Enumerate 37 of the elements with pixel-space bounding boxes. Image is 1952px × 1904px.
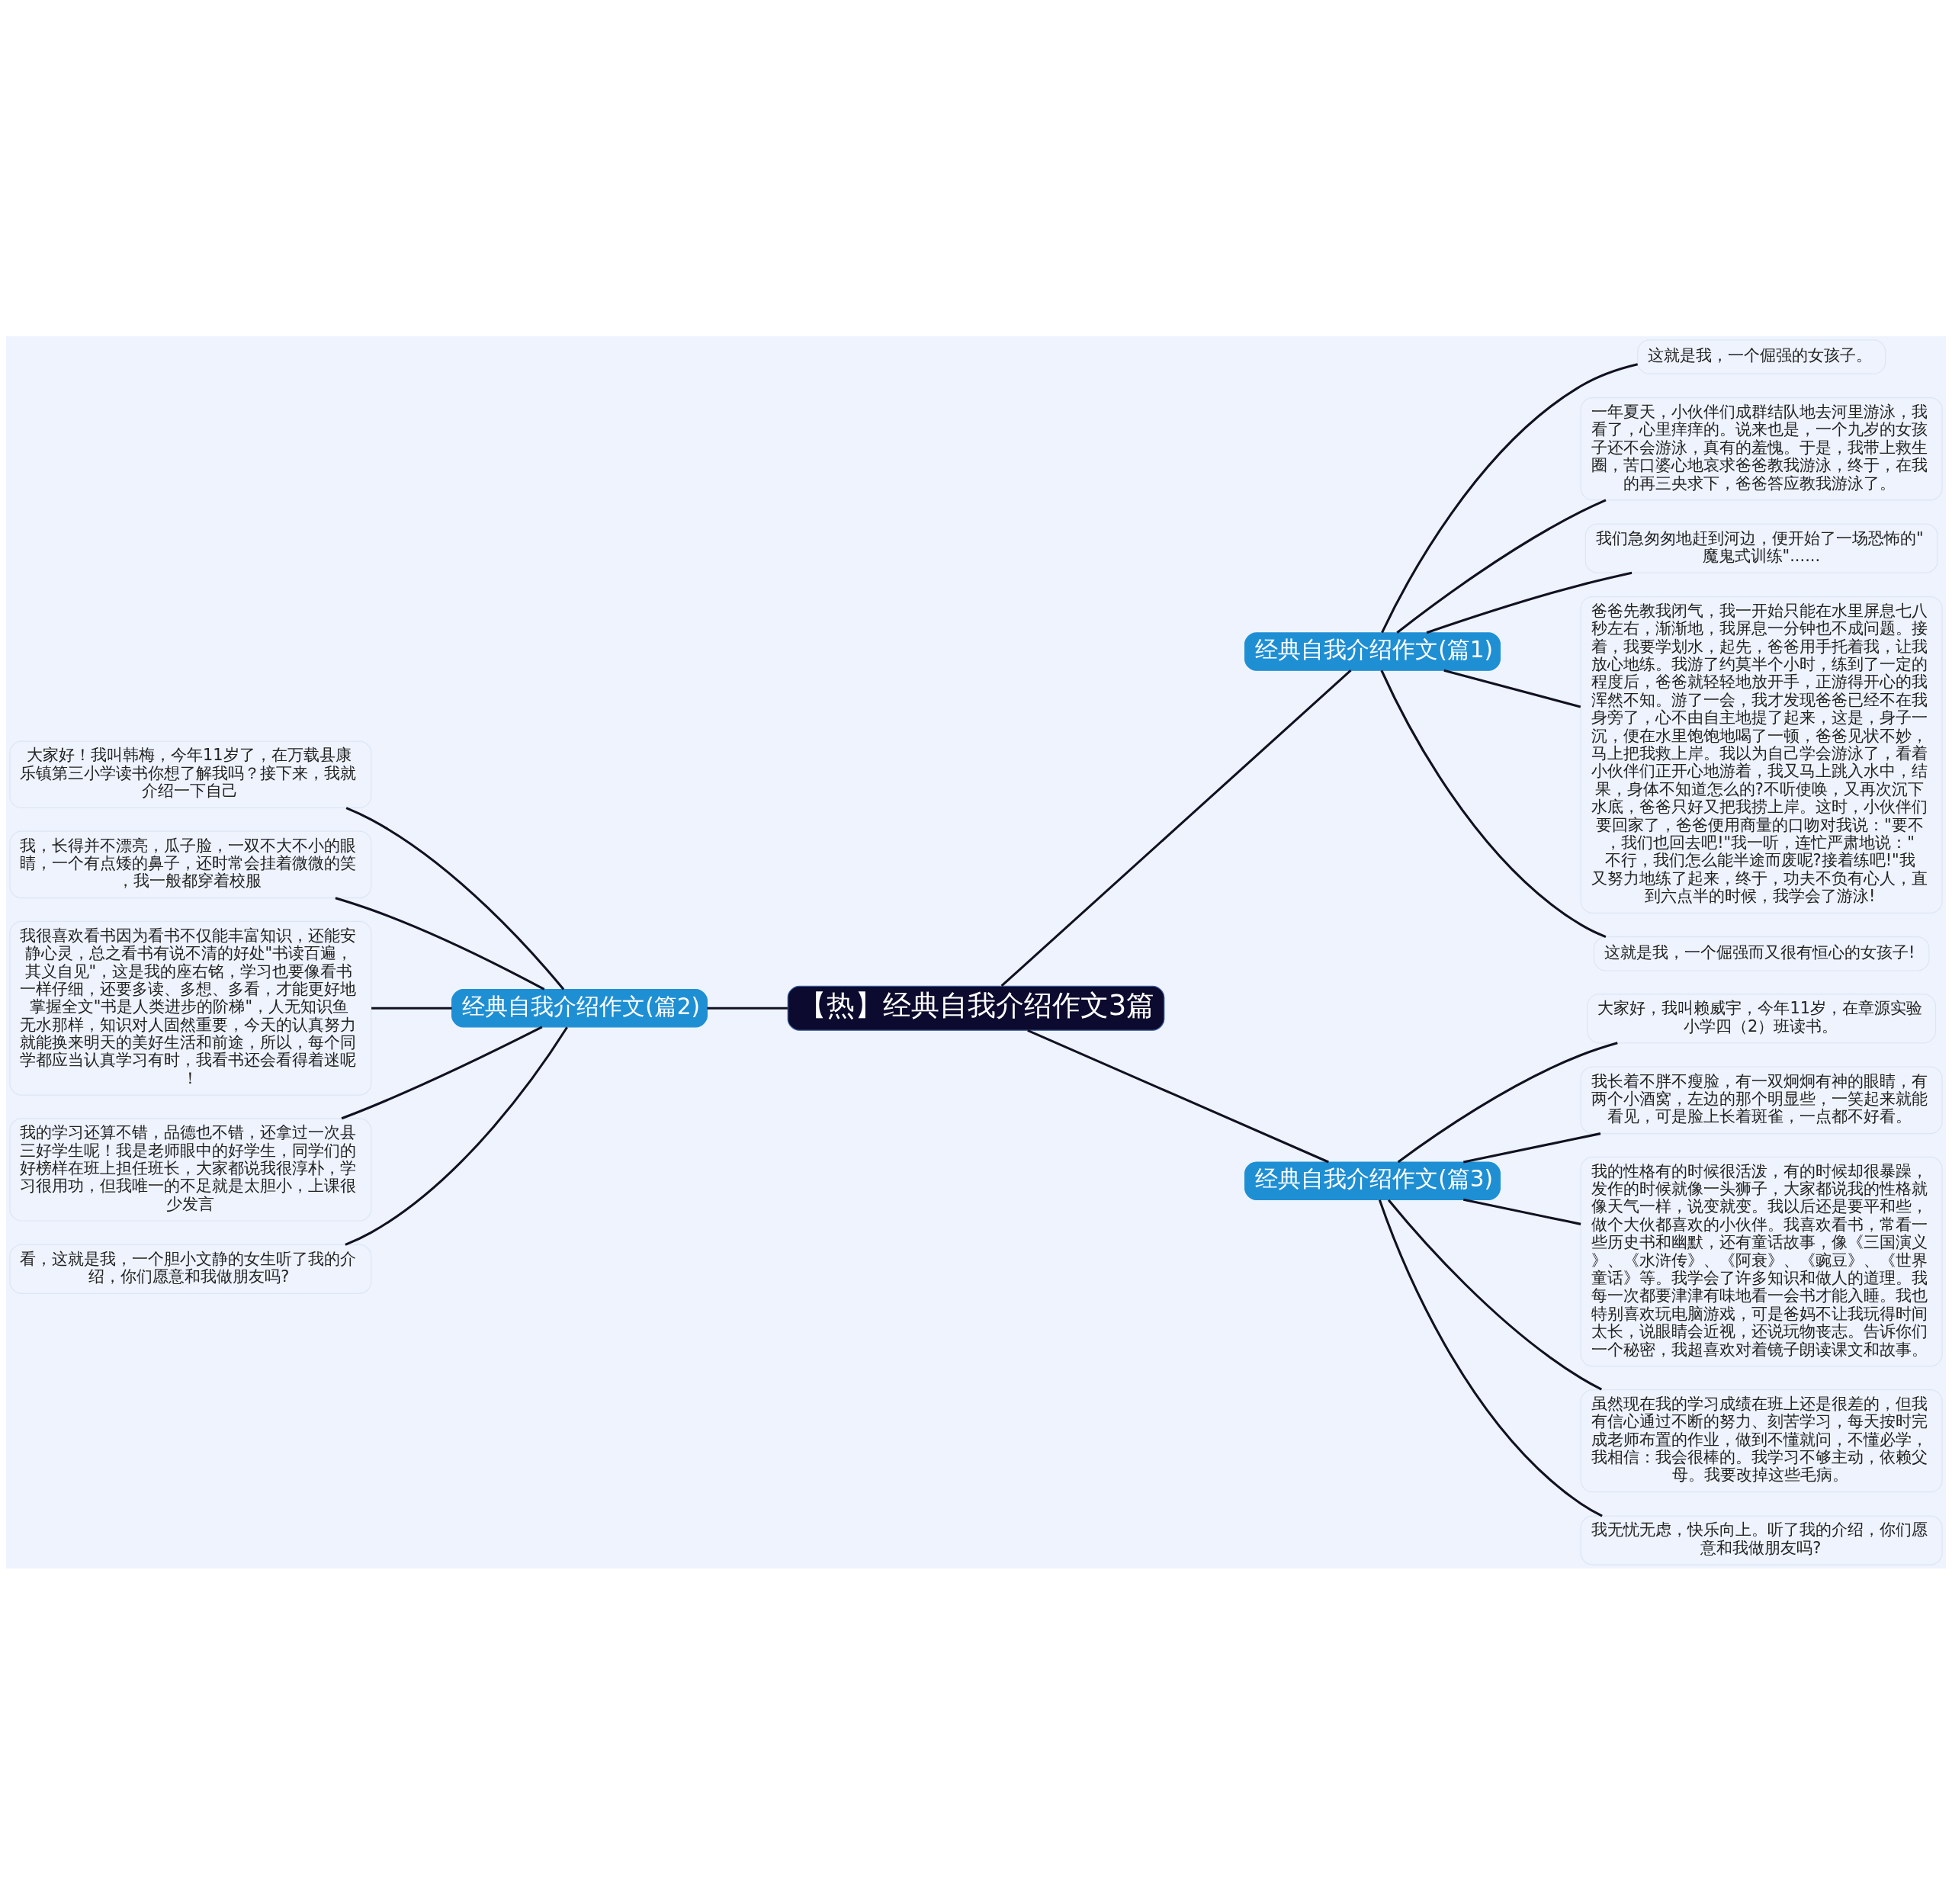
connector (1463, 1198, 1581, 1225)
connector (1387, 1199, 1603, 1391)
connector (371, 1007, 452, 1010)
node-box: 爸爸先教我闭气，我一开始只能在水里屏息七八秒左右，渐渐地，我屏息一分钟也不成问题。接着，我要学划水，起先，爸爸用手托着我，让我放心地练。我游了约莫半个小时，练到了一定的程度后，爸爸就轻轻地放开手，正游得开心的我浑然不知。游了一会，我才发现爸爸已经不在我身旁了，心不由自主地提了起来，这是，身子一沉，便在水里饱饱地喝了一顿，爸爸见状不妙，马上把我救上岸。我以为自己学会游泳了，看着小伙伴们正开心地游着，我又马上跳入水中，结果，身体不知道怎么的?不听使唤，又再次沉下水底，爸爸只好又把我捞上岸。这时，小伙伴们要回家了，爸爸便用商量的口吻对我说："要不，我们也回去吧!"我一听，连忙严肃地说："不行，我们怎么能半途而废呢?接着练吧!"我又努力地练了起来，终于，功夫不负有心人，直到六点半的时候，我学会了游泳! (1580, 596, 1943, 913)
connector (1463, 1132, 1601, 1164)
node-box: 我，长得并不漂亮，瓜子脸，一双不大不小的眼睛，一个有点矮的鼻子，还时常会挂着微微的笑，我一般都穿着校服 (9, 830, 372, 898)
connector (1397, 1041, 1618, 1163)
node-box: 我无忧无虑，快乐向上。听了我的介绍，你们愿意和我做朋友吗? (1580, 1514, 1943, 1565)
connector (1000, 669, 1352, 987)
connector (1378, 1199, 1603, 1517)
node-box: 经典自我介绍作文(篇2) (451, 988, 708, 1027)
node-box: 一年夏天，小伙伴们成群结队地去河里游泳，我看了，心里痒痒的。说来也是，一个九岁的女孩子还不会游泳，真有的羞愧。于是，我带上救生圈，苦口婆心地哀求爸爸教我游泳，终于，在我的再三央求下，爸爸答应教我游泳了。 (1580, 397, 1943, 500)
connector (1396, 498, 1607, 634)
node-box: 看，这就是我，一个胆小文静的女生听了我的介绍，你们愿意和我做朋友吗? (9, 1244, 372, 1294)
connector (707, 1007, 788, 1010)
connector (1380, 669, 1607, 938)
node-box: 我长着不胖不瘦脸，有一双炯炯有神的眼睛，有两个小酒窝，左边的那个明显些，一笑起来就能看见，可是脸上长着斑雀，一点都不好看。 (1580, 1066, 1943, 1134)
node-box: 这就是我，一个倔强的女孩子。 (1637, 339, 1886, 374)
connector (1027, 1029, 1329, 1163)
node-box: 大家好，我叫赖威宇，今年11岁，在章源实验小学四（2）班读书。 (1587, 993, 1937, 1043)
connector (345, 806, 565, 991)
node-box: 经典自我介绍作文(篇1) (1244, 631, 1501, 671)
connector (1381, 362, 1639, 633)
node-box: 虽然现在我的学习成绩在班上还是很差的，但我有信心通过不断的努力、刻苦学习，每天按时完成老师布置的作业，做到不懂就问，不懂必学，我相信：我会很棒的。我学习不够主动，依赖父母。我要改掉这些毛病。 (1580, 1389, 1943, 1492)
node-box: 我的学习还算不错，品德也不错，还拿过一次县三好学生呢！我是老师眼中的好学生，同学们的好榜样在班上担任班长，大家都说我很淳朴，学习很用功，但我唯一的不足就是太胆小，上课很少发言 (9, 1117, 372, 1222)
connector (341, 1026, 543, 1119)
node-box: 这就是我，一个倔强而又很有恒心的女孩子! (1593, 936, 1930, 971)
connector (1443, 669, 1581, 708)
node-box: 我们急匆匆地赶到河边，便开始了一场恐怖的"魔鬼式训练"...... (1584, 523, 1938, 573)
node-box: 我的性格有的时候很活泼，有的时候却很暴躁，发作的时候就像一头狮子，大家都说我的性格就像天气一样，说变就变。我以后还是要平和些，做个大伙都喜欢的小伙伴。我喜欢看书，常看一些历史书和幽默，还有童话故事，像《三国演义》、《水浒传》、《阿衰》、《豌豆》、《世界童话》等。我学会了许多知识和做人的道理。我每一次都要津津有味地看一会书才能入睡。我也特别喜欢玩电脑游戏，可是爸妈不让我玩得时间太长，说眼睛会近视，还说玩物丧志。告诉你们一个秘密，我超喜欢对着镜子朗读课文和故事。 (1580, 1156, 1943, 1366)
node-box: 我很喜欢看书因为看书不仅能丰富知识，还能安静心灵，总之看书有说不清的好处"书读百遍，其义自见"，这是我的座右铭，学习也要像看书一样仔细，还要多读、多想、多看，才能更好地掌握全文"书是人类进步的阶梯"，人无知识鱼无水那样，知识对人固然重要，今天的认真努力就能换来明天的美好生活和前途，所以，每个同学都应当认真学习有时，我看书还会看得着迷呢！ (9, 920, 372, 1096)
connector (345, 1026, 568, 1246)
node-box: 【热】经典自我介绍作文3篇 (787, 985, 1165, 1031)
node-box: 经典自我介绍作文(篇3) (1244, 1161, 1501, 1200)
node-box: 大家好！我叫韩梅，今年11岁了，在万载县康乐镇第三小学读书你想了解我吗？接下来，我就介绍一下自己 (9, 740, 372, 808)
connector (335, 896, 545, 991)
connector (1426, 571, 1633, 634)
